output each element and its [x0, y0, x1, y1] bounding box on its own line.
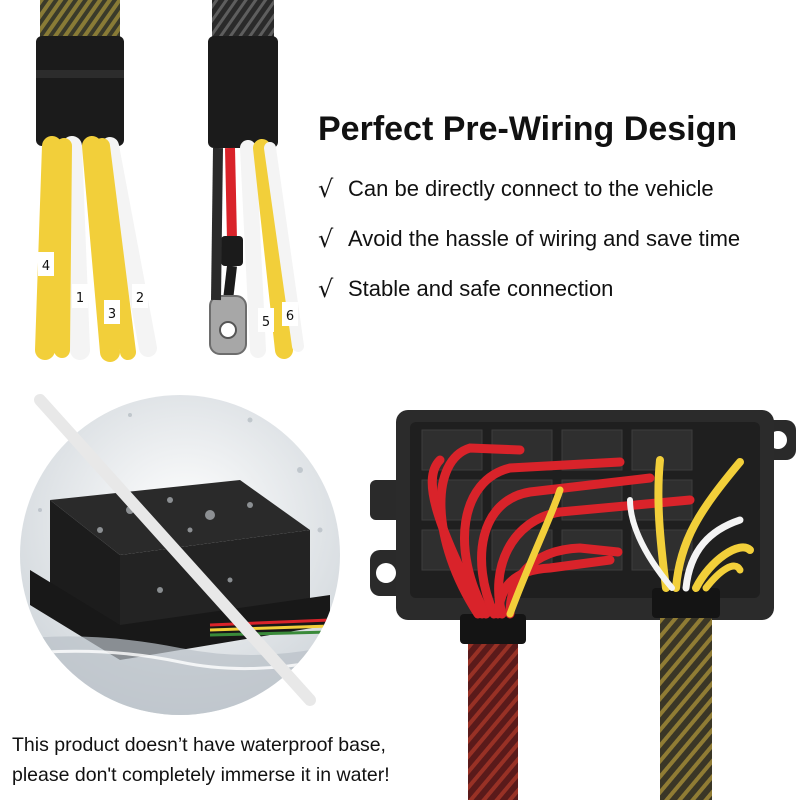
warning-line: This product doesn’t have waterproof bas… [12, 734, 386, 756]
feature-item: √ Stable and safe connection [318, 272, 798, 306]
waterproof-warning: This product doesn’t have waterproof bas… [12, 730, 532, 790]
harness-wires-illustration: 4 1 3 2 5 6 [35, 0, 304, 362]
feature-text: Can be directly connect to the vehicle [348, 176, 714, 201]
open-relay-box-illustration [370, 410, 796, 800]
water-immersion-illustration [20, 394, 340, 715]
wire-label: 1 [76, 291, 84, 306]
wire-label: 3 [108, 307, 116, 322]
left-wire-bundle [35, 0, 157, 362]
right-wire-bundle [208, 0, 304, 359]
check-icon: √ [318, 275, 334, 303]
wire-label: 6 [286, 309, 294, 324]
wire-label: 2 [136, 291, 144, 306]
warning-line: please don't completely immerse it in wa… [12, 764, 390, 786]
feature-item: √ Can be directly connect to the vehicle [318, 172, 798, 206]
headline: Perfect Pre-Wiring Design [318, 110, 738, 148]
check-icon: √ [318, 225, 334, 253]
prohibition-line [34, 394, 316, 706]
feature-text: Stable and safe connection [348, 276, 614, 301]
wire-label: 5 [262, 315, 270, 330]
check-icon: √ [318, 175, 334, 203]
wire-label: 4 [42, 259, 50, 274]
feature-text: Avoid the hassle of wiring and save time [348, 226, 741, 251]
feature-item: √ Avoid the hassle of wiring and save ti… [318, 222, 798, 256]
